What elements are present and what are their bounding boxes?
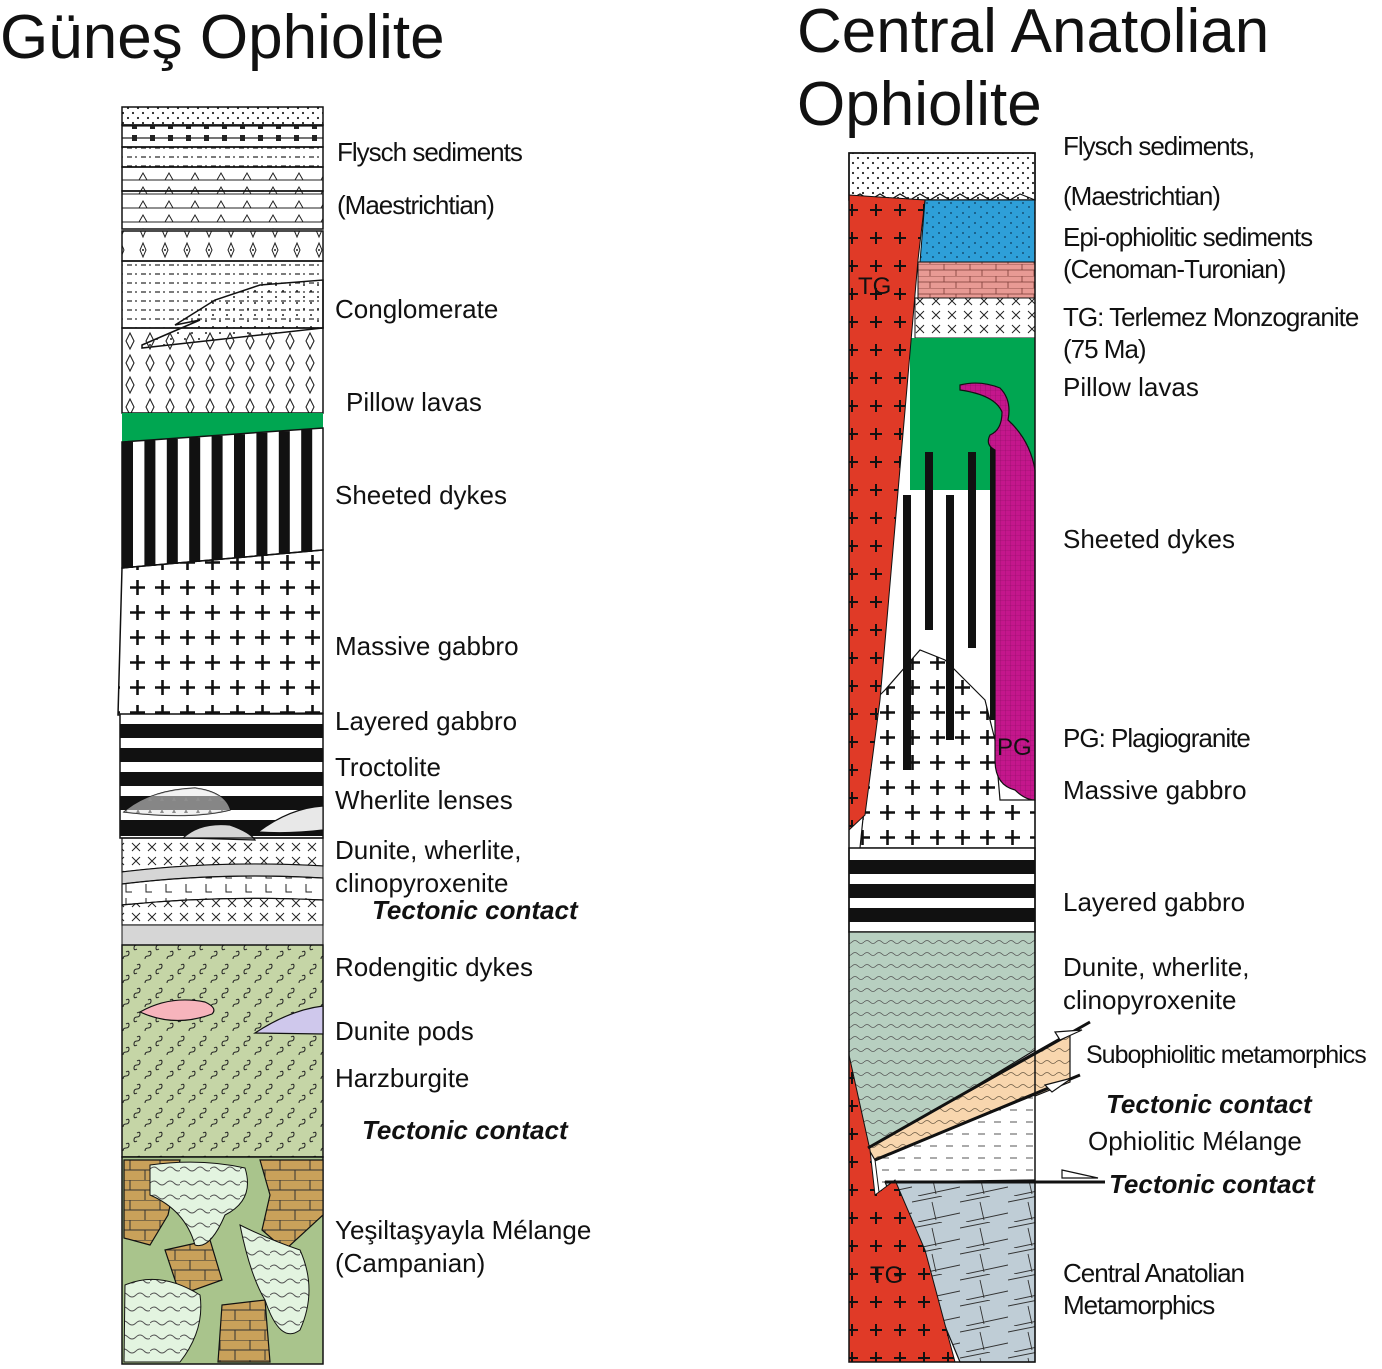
harzburgite xyxy=(121,944,324,1158)
label-r-massive: Massive gabbro xyxy=(1063,775,1247,805)
thrust-arrow-3 xyxy=(1061,1169,1099,1179)
flysch-band-triangles2 xyxy=(121,190,324,230)
dyke-stripe xyxy=(946,495,954,740)
label-r-maestrichtian: (Maestrichtian) xyxy=(1063,181,1221,211)
flysch-base-zigzag xyxy=(848,193,1036,201)
dyke-stripe xyxy=(256,432,268,556)
layered-gabbro-right xyxy=(848,847,1036,933)
dyke-stripe xyxy=(301,429,313,552)
melange-brick-4 xyxy=(217,1299,271,1363)
dunite-band-x2 xyxy=(121,897,324,926)
label-r-cam-2: Metamorphics xyxy=(1063,1290,1215,1320)
right-column-outline xyxy=(848,152,1036,1363)
dyke-stripe xyxy=(211,435,223,560)
sheeted-dykes xyxy=(121,427,324,569)
epi-blue xyxy=(919,199,1036,263)
melange-green-1 xyxy=(149,1161,248,1247)
dyke-stripe xyxy=(122,442,133,568)
label-r-subophiolitic: Subophiolitic metamorphics xyxy=(1086,1041,1367,1069)
plagiogranite xyxy=(959,382,1036,801)
label-rodengitic: Rodengitic dykes xyxy=(335,952,533,982)
label-pillow: Pillow lavas xyxy=(346,387,482,417)
label-r-tectonic-1: Tectonic contact xyxy=(1106,1089,1312,1119)
wherlite-lens-1-fill xyxy=(124,788,230,816)
right-title-line1: Central Anatolian xyxy=(797,0,1270,66)
pg-mark: PG xyxy=(997,734,1032,761)
melange-green-2 xyxy=(123,1278,202,1363)
label-harzburgite: Harzburgite xyxy=(335,1063,470,1093)
tg-mark-top: TG xyxy=(858,273,891,300)
dyke-stripe xyxy=(278,431,290,554)
label-maestrichtian: (Maestrichtian) xyxy=(337,190,495,220)
dyke-stripe xyxy=(990,445,998,720)
flysch-band-triangles xyxy=(121,166,324,192)
left-column xyxy=(117,106,324,1365)
label-troctolite: Troctolite xyxy=(335,752,441,782)
right-column: TG TG PG xyxy=(848,152,1105,1363)
dyke-stripe xyxy=(189,437,201,562)
label-sheeted: Sheeted dykes xyxy=(335,480,508,510)
label-dunite-pods: Dunite pods xyxy=(335,1016,474,1046)
right-title-line2: Ophiolite xyxy=(797,70,1042,139)
label-dunite-1: Dunite, wherlite, xyxy=(335,835,522,865)
label-conglomerate: Conglomerate xyxy=(335,294,499,324)
massive-gabbro xyxy=(117,549,324,716)
label-tectonic-2: Tectonic contact xyxy=(362,1115,568,1145)
wherlite-lens-2 xyxy=(181,823,257,841)
label-r-pg: PG: Plagiogranite xyxy=(1063,723,1251,753)
label-r-epi-2: (Cenoman-Turonian) xyxy=(1063,254,1286,284)
dunite-pod-lavender xyxy=(253,1005,324,1035)
flysch-dots xyxy=(848,152,1036,201)
label-tectonic-1: Tectonic contact xyxy=(372,895,578,925)
conglomerate-band xyxy=(121,230,324,262)
flysch-band-dots xyxy=(121,106,324,126)
label-r-cam-1: Central Anatolian xyxy=(1063,1258,1245,1288)
label-r-epi-1: Epi-ophiolitic sediments xyxy=(1063,222,1313,252)
pillow-lava-band xyxy=(121,327,324,414)
dyke-stripe xyxy=(166,438,178,564)
left-title: Güneş Ophiolite xyxy=(0,3,445,72)
label-r-sheeted: Sheeted dykes xyxy=(1063,524,1236,554)
thrust-line-lower xyxy=(874,1073,1081,1162)
tg-mark-bottom: TG xyxy=(870,1262,903,1289)
flysch-band-squares xyxy=(121,124,324,148)
dyke-stripe xyxy=(234,434,245,558)
label-r-tg-1: TG: Terlemez Monzogranite xyxy=(1063,302,1359,332)
tectonic-gray-band xyxy=(121,924,324,946)
label-r-pillow: Pillow lavas xyxy=(1063,372,1199,402)
dyke-stripe xyxy=(968,452,976,648)
epi-cross xyxy=(914,297,1036,339)
label-massive: Massive gabbro xyxy=(335,631,519,661)
thrust-arrow-2 xyxy=(1043,1077,1073,1093)
melange-green-3 xyxy=(239,1224,310,1335)
label-r-melange: Ophiolitic Mélange xyxy=(1088,1126,1302,1156)
label-r-tg-2: (75 Ma) xyxy=(1063,334,1147,364)
label-melange-1: Yeşiltaşyayla Mélange xyxy=(335,1215,592,1245)
thrust-line-upper xyxy=(867,1020,1091,1150)
label-wherlite-lenses: Wherlite lenses xyxy=(335,785,513,815)
flysch-band-dash xyxy=(121,146,324,168)
label-r-dunite-1: Dunite, wherlite, xyxy=(1063,952,1250,982)
label-melange-2: (Campanian) xyxy=(335,1248,486,1278)
dyke-stripe xyxy=(903,495,911,770)
label-flysch: Flysch sediments xyxy=(337,137,523,167)
pillow-lava-green xyxy=(122,413,323,442)
label-dunite-2: clinopyroxenite xyxy=(335,868,509,898)
dyke-stripe xyxy=(925,452,933,630)
label-layered: Layered gabbro xyxy=(335,706,518,736)
dyke-stripe xyxy=(144,440,156,566)
label-r-layered: Layered gabbro xyxy=(1063,887,1246,917)
label-r-dunite-2: clinopyroxenite xyxy=(1063,985,1237,1015)
wherlite-lens-3 xyxy=(256,805,324,834)
label-r-flysch: Flysch sediments, xyxy=(1063,131,1255,161)
dunite-pod-pink xyxy=(138,999,215,1022)
thrust-arrow-1 xyxy=(1053,1029,1083,1041)
epi-brick xyxy=(917,261,1036,299)
label-r-tectonic-2: Tectonic contact xyxy=(1109,1169,1315,1199)
